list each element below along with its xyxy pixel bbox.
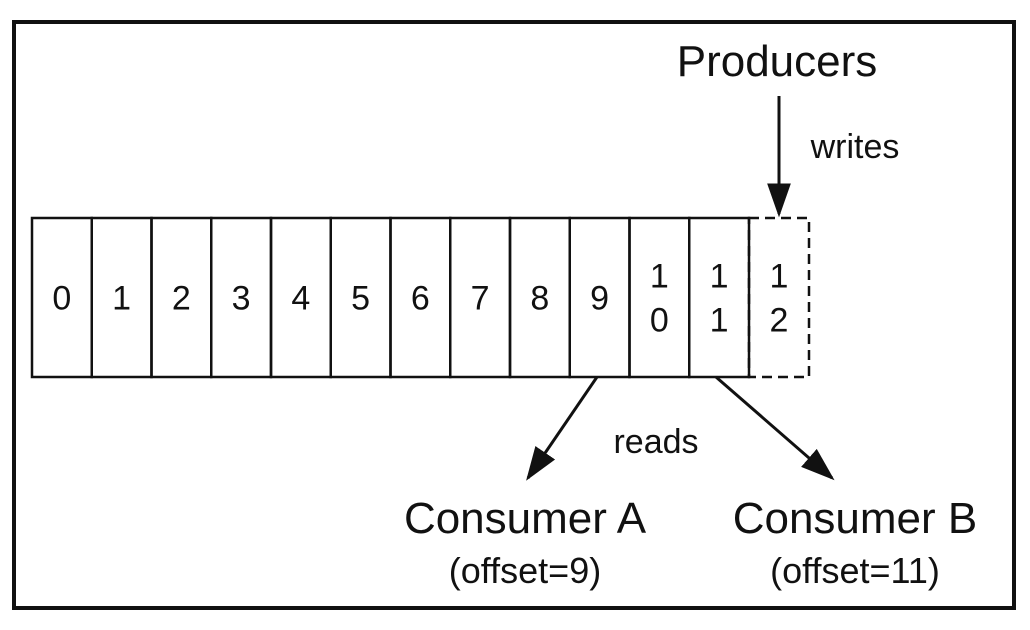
reads-label: reads (613, 423, 698, 461)
log-cell-border (628, 216, 691, 379)
read-arrow-consumer-a (526, 376, 599, 481)
log-cell-label: 0 (52, 280, 71, 318)
writes-label: writes (810, 128, 900, 166)
log-cell-label: 4 (291, 280, 310, 318)
log-cell-label: 3 (232, 280, 251, 318)
log-cell-label: 5 (351, 280, 370, 318)
producers-title: Producers (677, 37, 878, 86)
log-cell: 8 (508, 216, 571, 379)
log-cell: 6 (389, 216, 452, 379)
log-cell: 7 (449, 216, 512, 379)
log-cell-label: 8 (530, 280, 549, 318)
log-cell-label: 6 (411, 280, 430, 318)
log-cell-label: 1 (112, 280, 131, 318)
consumer-a-offset: (offset=9) (449, 550, 601, 591)
log-cell: 5 (329, 216, 392, 379)
pending-cell-border (747, 216, 811, 379)
read-arrow-consumer-b (715, 375, 835, 481)
consumer-b-offset: (offset=11) (770, 550, 940, 591)
log-cell-label: 9 (590, 280, 609, 318)
consumer-b-name: Consumer B (733, 494, 978, 543)
log-cell: 3 (210, 216, 273, 379)
log-cell-label: 7 (471, 280, 490, 318)
log-cell: 0 (30, 216, 93, 379)
log-cell: 2 (150, 216, 213, 379)
log-cell: 4 (269, 216, 332, 379)
log-cell-border (688, 216, 751, 379)
consumer-a-name: Consumer A (404, 494, 647, 543)
log-cell-label: 2 (172, 280, 191, 318)
log-cell: 1 (90, 216, 153, 379)
outer-frame (12, 20, 1016, 610)
log-cell: 9 (568, 216, 631, 379)
